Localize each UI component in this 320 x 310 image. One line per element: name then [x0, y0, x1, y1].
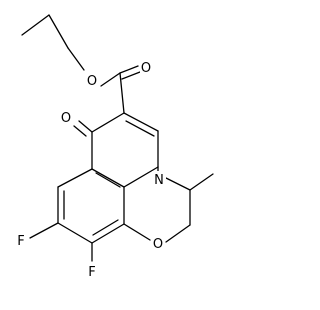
methyl-group [189, 173, 214, 191]
ethyl-group [21, 14, 85, 71]
ring-nitrogen-label: N [152, 171, 166, 188]
fluorine-atom-label: F [88, 265, 95, 280]
fluorine-bottom-label: F [85, 262, 99, 280]
pyridone-ring [91, 112, 159, 188]
oxygen-atom-label: O [153, 237, 163, 252]
ester-carbonyl-oxygen-label: O [140, 59, 152, 76]
benzene-ring [57, 168, 125, 244]
fluorine-atom-label: F [17, 234, 24, 249]
oxygen-atom-label: O [141, 61, 151, 76]
ketone-oxygen-label: O [60, 108, 73, 126]
nitrogen-atom-label: N [154, 173, 164, 188]
oxygen-atom-label: O [87, 74, 97, 89]
oxazine-ring [123, 166, 191, 243]
ester-group [100, 65, 141, 114]
molecule-drawing: O O O N O F F [14, 14, 214, 280]
ketone-group [73, 120, 93, 137]
ring-oxygen-label: O [151, 234, 165, 252]
oxygen-atom-label: O [61, 111, 71, 126]
chemical-structure-figure: O O O N O F F [14, 14, 214, 280]
fluorine-bonds [29, 222, 93, 262]
ester-ether-oxygen-label: O [86, 71, 99, 89]
fluorine-top-label: F [14, 231, 28, 249]
